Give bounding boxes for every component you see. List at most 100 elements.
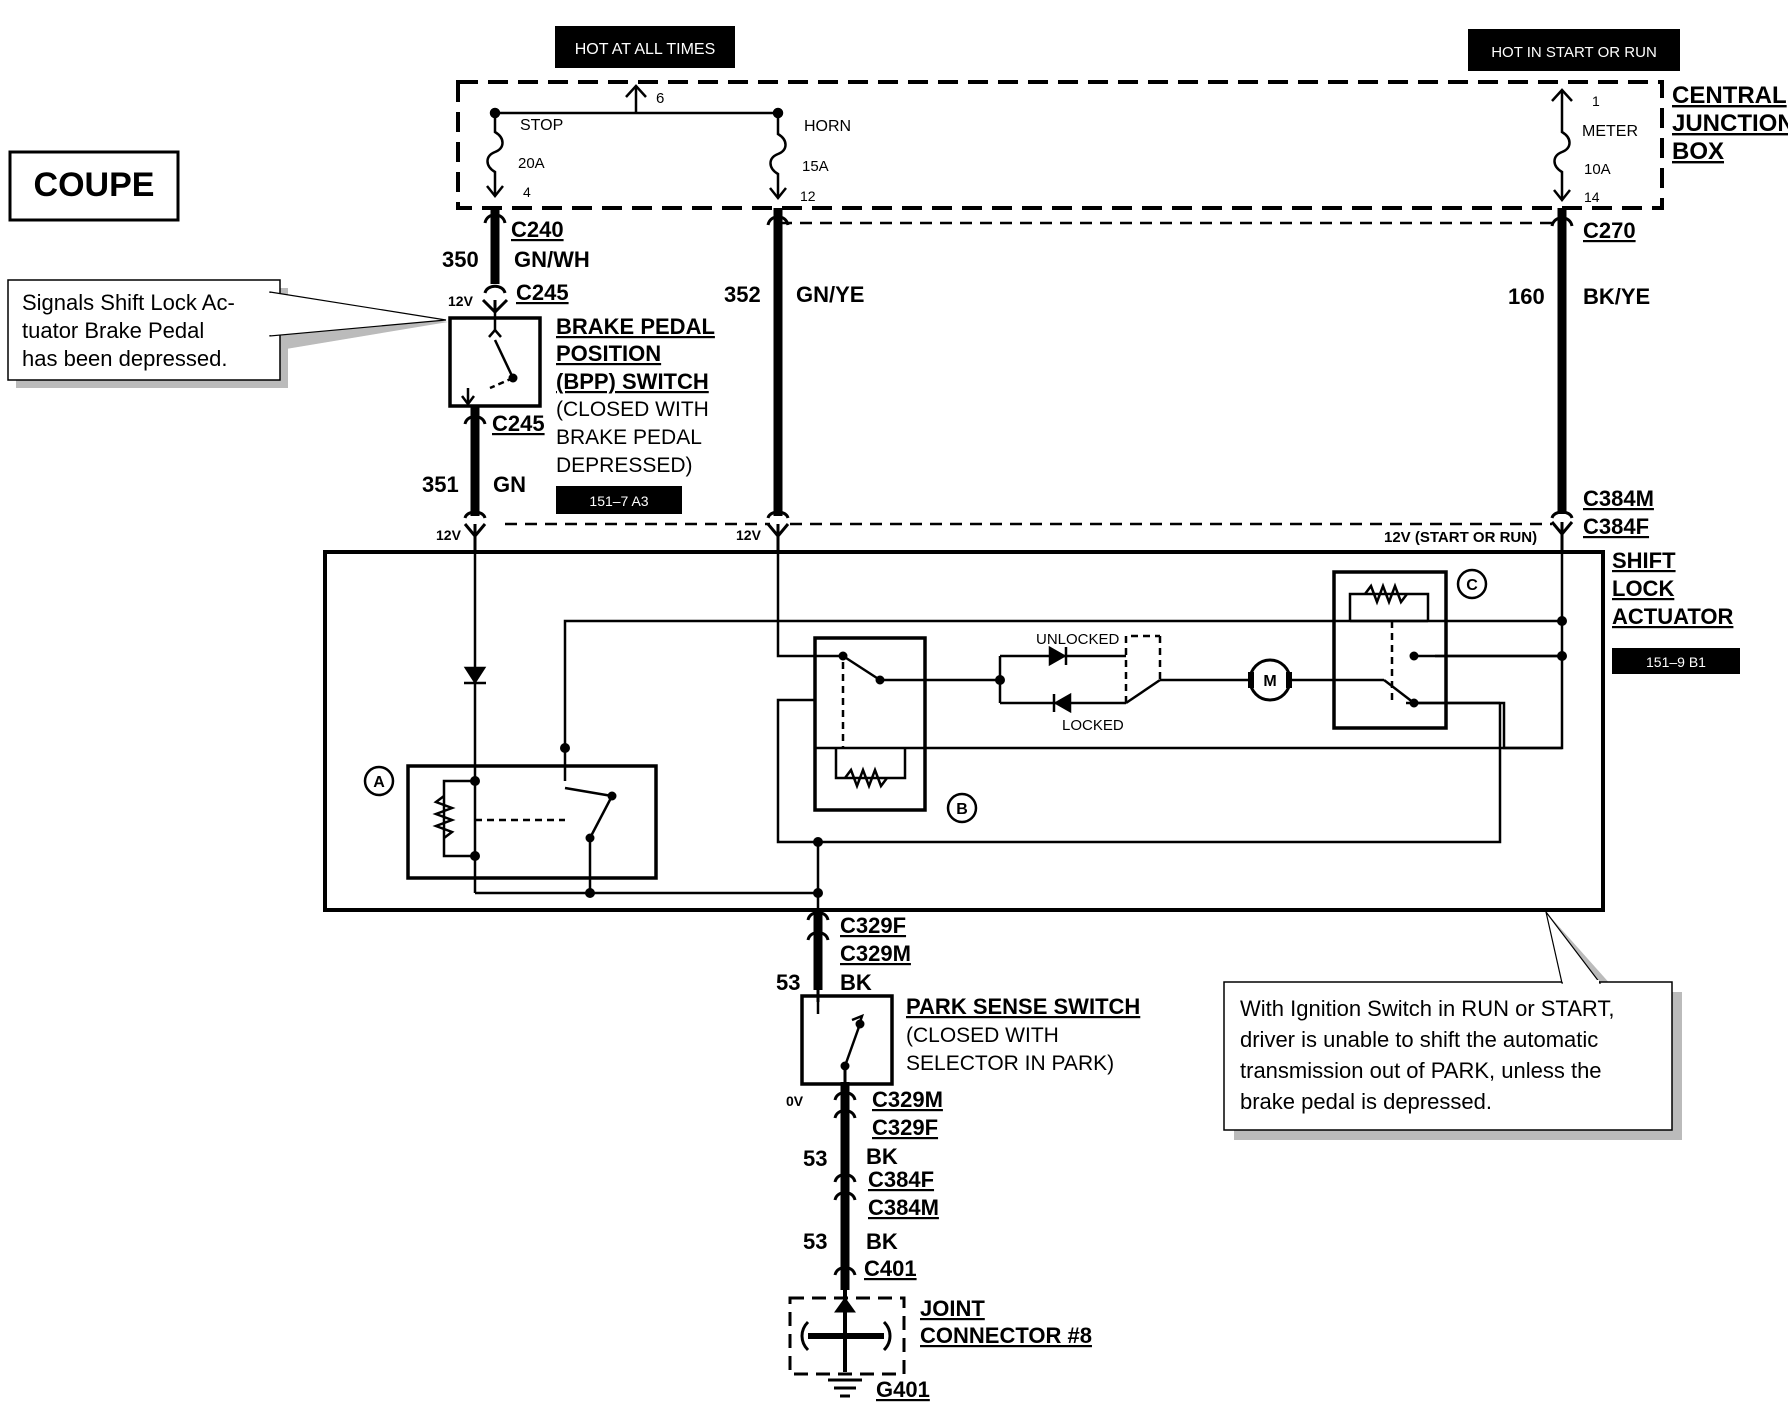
actuator-title-line1: SHIFT [1612,548,1676,573]
wire-350-num: 350 [442,247,479,272]
bpp-note-line1: (CLOSED WITH [556,398,709,421]
actuator-internal-wiring [463,550,1564,912]
motor-switch-link [1124,634,1162,703]
c384m-top-label: C384M [1583,486,1654,511]
callout-ignition-line4: brake pedal is depressed. [1240,1089,1492,1114]
joint-title-line2: CONNECTOR #8 [920,1323,1092,1348]
relay-b-marker [946,792,978,824]
bpp-note-line2: BRAKE PEDAL [556,426,702,449]
callout-brake-line3: has been depressed. [22,346,228,371]
cjb-label-line2: JUNCTION [1672,110,1788,137]
callout-brake-pedal: Signals Shift Lock Ac- tuator Brake Peda… [7,279,448,388]
wire-350 [481,208,509,315]
central-junction-box: CENTRAL JUNCTION BOX [456,80,1788,210]
relay-b-label: B [956,801,968,818]
horn-fuse-name: HORN [804,118,851,135]
callout-ignition: With Ignition Switch in RUN or START, dr… [1223,911,1682,1140]
volt-12v-start-or-run: 12V (START OR RUN) [1384,529,1537,546]
relay-b [813,636,927,812]
c245-lower-label: C245 [492,411,545,436]
wire-53-mid-num: 53 [803,1146,827,1171]
stop-fuse [486,107,504,199]
meter-fuse-in-pin: 1 [1592,93,1600,109]
c240-label: C240 [511,217,564,242]
connector-boundaries [505,221,1552,526]
wire-160 [1550,208,1574,550]
hot-in-start-or-run-text: HOT IN START OR RUN [1491,44,1657,61]
wire-350-color: GN/WH [514,247,590,272]
c245-upper-label: C245 [516,280,569,305]
hot-in-start-or-run-label: HOT IN START OR RUN [1468,29,1680,71]
stop-fuse-rating: 20A [518,155,545,172]
hot-at-all-times-text: HOT AT ALL TIMES [575,41,716,58]
bpp-title-line1: BRAKE PEDAL [556,314,715,339]
wire-160-color: BK/YE [1583,284,1650,309]
bpp-title-line3: (BPP) SWITCH [556,369,709,394]
bpp-title-line2: POSITION [556,341,661,366]
wire-351 [463,406,487,550]
c329f-bottom-label: C329F [872,1115,938,1140]
c384f-top-label: C384F [1583,514,1649,539]
relay-a-marker [363,765,395,797]
actuator-title-line2: LOCK [1612,576,1674,601]
wire-53-low-color: BK [866,1229,898,1254]
hot-at-all-times-label: HOT AT ALL TIMES [555,26,735,68]
c329f-top-label: C329F [840,913,906,938]
meter-fuse-rating: 10A [1584,161,1611,178]
stop-fuse-out-pin: 4 [523,184,531,200]
park-sense-switch [800,994,894,1086]
callout-ignition-line3: transmission out of PARK, unless the [1240,1058,1602,1083]
horn-fuse-rating: 15A [802,158,829,175]
bpp-note-line3: DEPRESSED) [556,454,693,477]
wire-160-num: 160 [1508,284,1545,309]
volt-12v-bpp-in: 12V [448,293,474,309]
volt-12v-actuator-b: 12V [736,527,762,543]
relay-c-marker [1456,568,1488,600]
c384m-bottom-label: C384M [868,1195,939,1220]
g401-label: G401 [876,1377,930,1402]
park-sense-note-line1: (CLOSED WITH [906,1024,1059,1047]
c329m-top-label: C329M [840,941,911,966]
relay-c-label: C [1466,577,1478,594]
horn-fuse [769,107,787,201]
cjb-label-line1: CENTRAL [1672,82,1787,109]
bpp-ref-text: 151–7 A3 [589,493,648,509]
actuator-ref-text: 151–9 B1 [1646,654,1706,670]
joint-title-line1: JOINT [920,1296,985,1321]
callout-ignition-line2: driver is unable to shift the automatic [1240,1027,1598,1052]
horn-fuse-out-pin: 12 [800,188,816,204]
cjb-bus [495,84,778,115]
park-sense-note-line2: SELECTOR IN PARK) [906,1052,1114,1075]
volt-0v: 0V [786,1093,804,1109]
wire-53-top-color: BK [840,970,872,995]
callout-ignition-line1: With Ignition Switch in RUN or START, [1240,996,1615,1021]
meter-fuse-out-pin: 14 [1584,189,1600,205]
stop-fuse-name: STOP [520,117,563,134]
unlocked-label: UNLOCKED [1036,631,1120,648]
stop-in-pin: 6 [656,90,664,107]
c329m-bottom-label: C329M [872,1087,943,1112]
actuator-title-line3: ACTUATOR [1612,604,1734,629]
motor: M [1248,658,1292,702]
wire-352-num: 352 [724,282,761,307]
coupe-badge-text: COUPE [34,166,155,204]
c270-label: C270 [1583,218,1636,243]
callout-brake-line2: tuator Brake Pedal [22,318,204,343]
wire-351-num: 351 [422,472,459,497]
c384f-bottom-label: C384F [868,1167,934,1192]
shift-lock-actuator [323,550,1605,912]
wire-53-low-num: 53 [803,1229,827,1254]
wire-352-color: GN/YE [796,282,864,307]
actuator-junction-dots [470,616,1567,898]
callout-brake-line1: Signals Shift Lock Ac- [22,290,235,315]
wire-53-top-num: 53 [776,970,800,995]
relay-a [406,764,658,880]
joint-connector-8 [788,1296,906,1376]
wire-352 [766,208,790,550]
wire-53-mid-color: BK [866,1144,898,1169]
relay-c [1332,570,1448,730]
coupe-badge: COUPE [8,150,180,222]
c401-label: C401 [864,1256,917,1281]
relay-a-label: A [373,774,385,791]
